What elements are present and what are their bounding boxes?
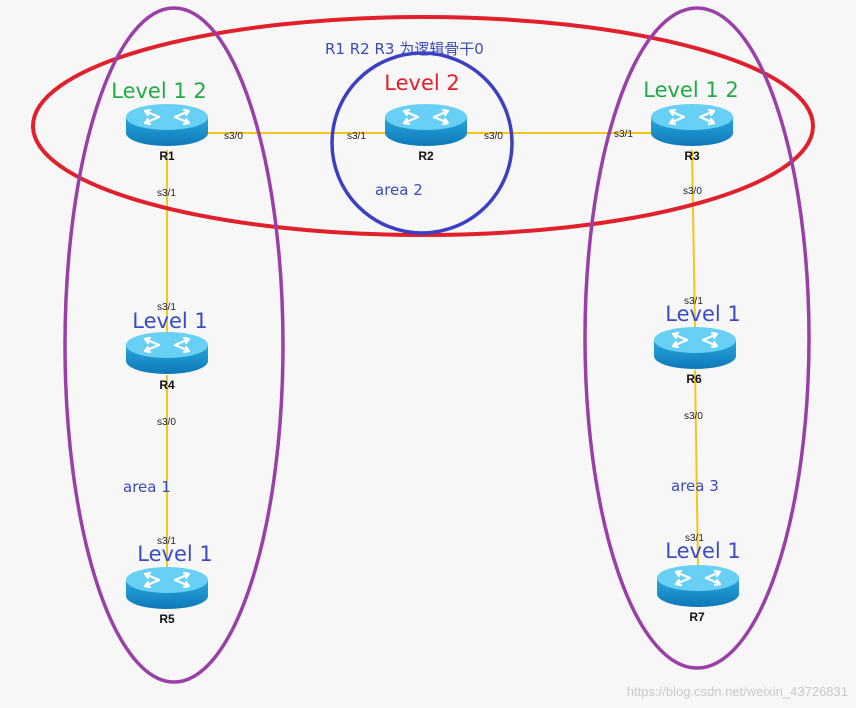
port-r4-r5-to: s3/1	[157, 536, 176, 547]
port-r1-r4-to: s3/1	[157, 302, 176, 313]
port-r4-r5-from: s3/0	[157, 417, 176, 428]
r7-level-label: Level 1	[665, 539, 740, 563]
router-r4-icon[interactable]	[124, 330, 210, 376]
router-r7-icon[interactable]	[655, 563, 741, 609]
router-r5-icon[interactable]	[124, 565, 210, 611]
port-r3-r6-from: s3/0	[683, 186, 702, 197]
port-r1-r2-from: s3/0	[224, 131, 243, 142]
port-r3-r6-to: s3/1	[684, 296, 703, 307]
router-r1-icon[interactable]	[124, 102, 210, 148]
diagram-title: R1 R2 R3 为逻辑骨干0	[325, 40, 484, 58]
port-r1-r4-from: s3/1	[157, 188, 176, 199]
area2-label: area 2	[375, 181, 423, 199]
link-r3-r6	[691, 149, 696, 328]
area3-label: area 3	[671, 477, 719, 495]
link-r6-r7	[694, 369, 699, 567]
area2-circle	[330, 51, 514, 235]
r3-level-label: Level 1 2	[643, 78, 739, 102]
router-r6-icon[interactable]	[652, 325, 738, 371]
router-r2-name: R2	[418, 149, 434, 163]
router-r6-name: R6	[686, 372, 702, 386]
port-r2-r3-to: s3/1	[614, 129, 633, 140]
router-r4-name: R4	[159, 378, 175, 392]
links	[166, 132, 699, 568]
r5-level-label: Level 1	[137, 542, 212, 566]
router-r3-name: R3	[684, 149, 700, 163]
area1-ellipse	[63, 6, 285, 684]
watermark: https://blog.csdn.net/weixin_43726831	[627, 684, 848, 699]
port-r6-r7-from: s3/0	[684, 411, 703, 422]
router-r3-icon[interactable]	[649, 102, 735, 148]
port-r6-r7-to: s3/1	[685, 533, 704, 544]
router-r2-icon[interactable]	[383, 102, 469, 148]
router-r5-name: R5	[159, 612, 175, 626]
router-r1-name: R1	[159, 149, 175, 163]
r6-level-label: Level 1	[665, 302, 740, 326]
r1-level-label: Level 1 2	[111, 79, 207, 103]
backbone-ellipse	[31, 15, 815, 237]
area1-label: area 1	[123, 478, 171, 496]
port-r2-r3-from: s3/0	[484, 131, 503, 142]
r2-level-label: Level 2	[384, 71, 459, 95]
port-r1-r2-to: s3/1	[347, 131, 366, 142]
r4-level-label: Level 1	[132, 309, 207, 333]
router-r7-name: R7	[689, 610, 705, 624]
area3-ellipse	[583, 6, 811, 670]
